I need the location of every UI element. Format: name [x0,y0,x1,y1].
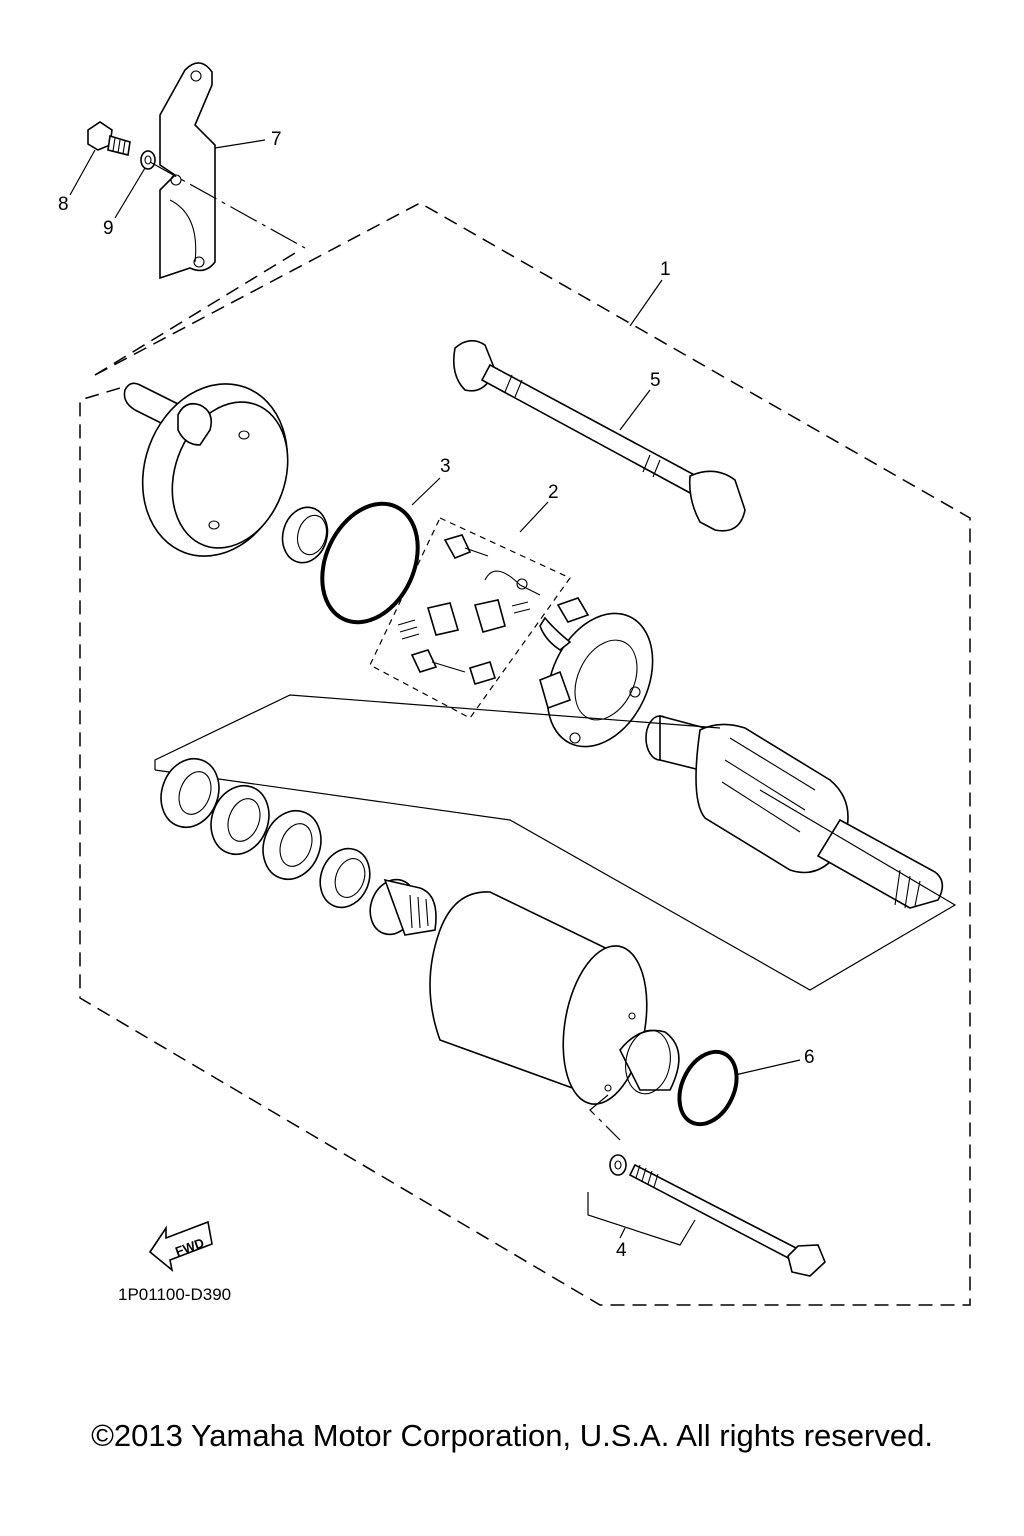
assembly-boundary [79,202,971,1306]
callout-3: 3 [440,456,451,477]
needle-bearing [369,878,437,936]
callout-9: 9 [103,218,114,239]
through-bolt-set [587,1094,826,1277]
washer-stack [160,757,322,881]
o-ring-rear [677,1049,739,1127]
brush-holder [539,597,654,748]
brush-set [369,517,571,719]
motor-yoke [429,891,680,1105]
bracket-bolt [87,121,131,156]
fwd-arrow-icon: FWD [148,1220,213,1273]
bracket-washer [140,150,156,170]
mounting-bracket [159,62,216,280]
copyright-notice: ©2013 Yamaha Motor Corporation, U.S.A. A… [91,1418,933,1453]
callout-6: 6 [804,1047,815,1068]
callout-7: 7 [271,129,282,150]
oil-seal [319,847,371,909]
diagram-code: 1P01100-D390 [118,1285,231,1304]
armature [645,714,944,909]
armature-group-line [154,694,957,991]
callout-5: 5 [650,370,661,391]
bushing [281,506,329,564]
callout-4: 4 [616,1240,627,1261]
front-cover [123,382,289,557]
callout-2: 2 [548,482,559,503]
bracket-centerline [149,161,306,249]
o-ring-front [320,501,420,625]
callout-8: 8 [58,194,69,215]
starter-rod [452,339,746,532]
leader-lines [69,139,801,1239]
callout-1: 1 [660,259,671,280]
